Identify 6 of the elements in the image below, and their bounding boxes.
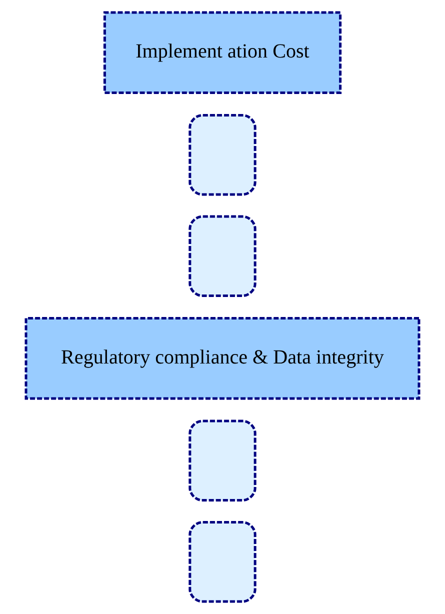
node-box bbox=[188, 114, 256, 196]
node-box bbox=[188, 215, 256, 297]
node-box: Regulatory compliance & Data integrity bbox=[24, 317, 420, 400]
node-box bbox=[188, 521, 256, 603]
node-box: Implement ation Cost bbox=[103, 11, 342, 94]
node-box bbox=[188, 420, 256, 502]
